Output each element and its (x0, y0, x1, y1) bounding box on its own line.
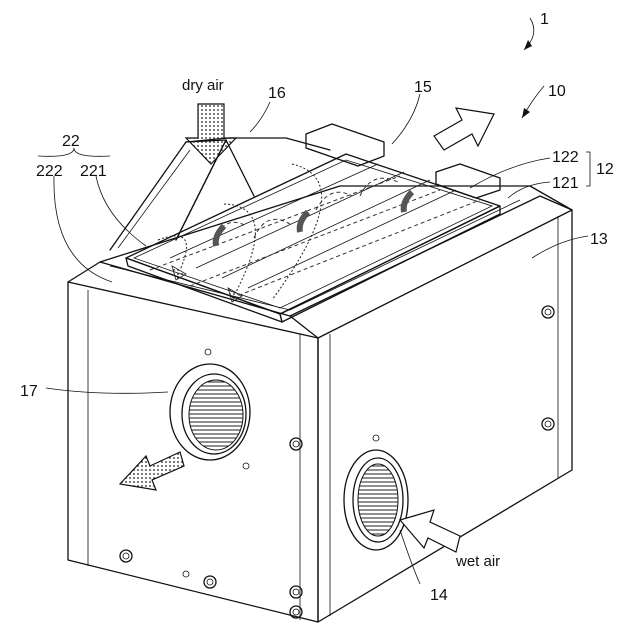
vent-exit-arrow (120, 452, 184, 490)
label-fin-a: 222 (36, 163, 63, 180)
side-inlet (344, 450, 408, 550)
screw (204, 576, 216, 588)
label-outlet: 15 (414, 79, 432, 96)
label-fin-b: 221 (80, 163, 107, 180)
screw (542, 418, 554, 430)
label-duct: 16 (268, 85, 286, 102)
top-rim (68, 186, 572, 282)
label-cassette-lower: 121 (552, 175, 579, 192)
leader-lines (38, 18, 590, 584)
figure-number: 1 (540, 11, 549, 28)
label-housing: 13 (590, 231, 608, 248)
dry-air-arrow (186, 104, 236, 164)
label-wet-inlet: 14 (430, 587, 448, 604)
dry-air-flow (158, 164, 322, 302)
annotation-wet-air: wet air (455, 553, 500, 570)
heat-exchange-cassette (126, 154, 500, 322)
screw (120, 550, 132, 562)
front-vent (170, 364, 250, 460)
label-cassette-upper: 122 (552, 149, 579, 166)
front-face (68, 282, 318, 622)
wet-air-arrow (400, 510, 460, 552)
label-vent: 17 (20, 383, 38, 400)
screw-set (120, 306, 554, 618)
label-cassette: 12 (596, 161, 614, 178)
label-fins: 22 (62, 133, 80, 150)
exhaust-arrow (434, 108, 494, 150)
screw (542, 306, 554, 318)
label-device: 10 (548, 83, 566, 100)
annotation-dry-air: dry air (182, 77, 224, 94)
